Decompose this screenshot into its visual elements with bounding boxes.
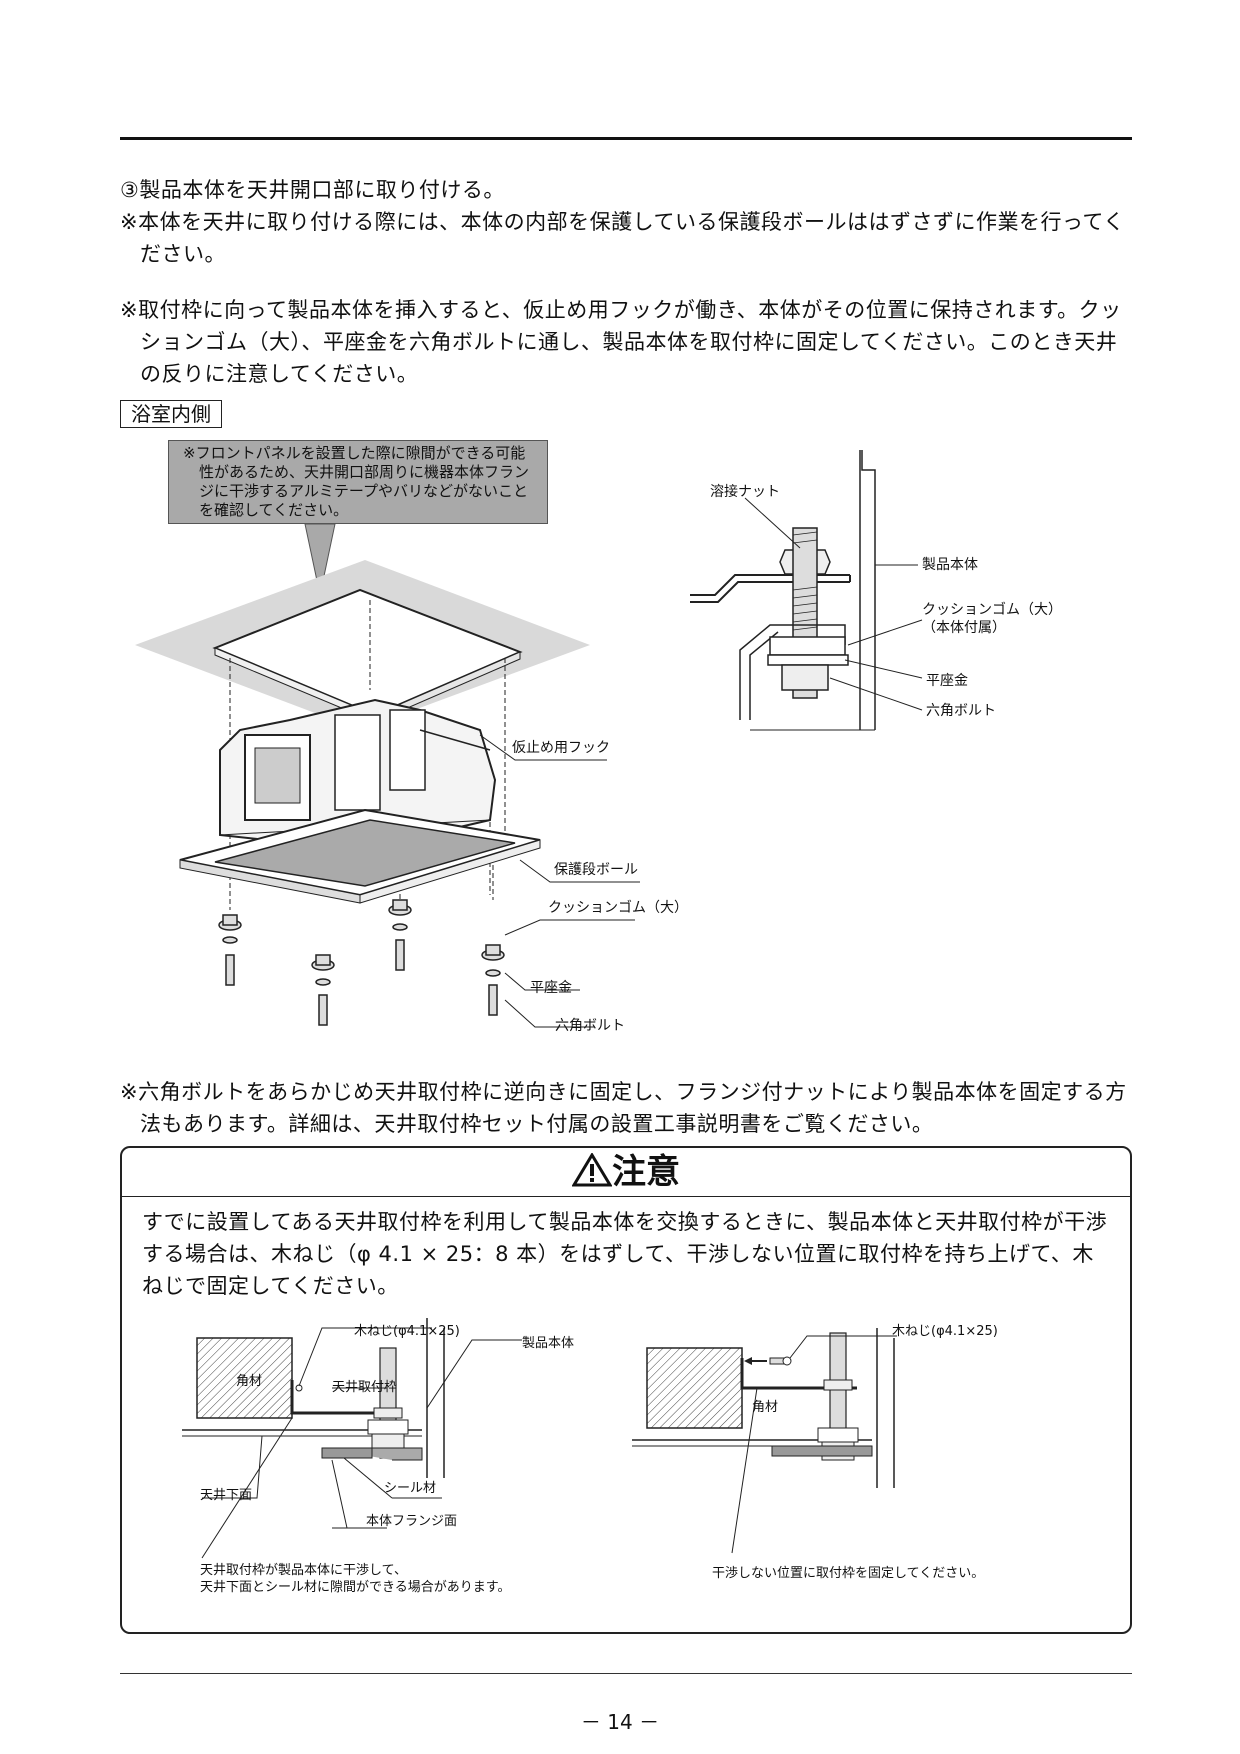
detail-label-body: 製品本体	[922, 557, 978, 573]
right-label-timber: 角材	[752, 1400, 779, 1415]
left-label-timber: 角材	[236, 1374, 263, 1389]
right-label-screw: 木ねじ(φ4.1×25)	[892, 1324, 998, 1339]
note-insert: ※取付枠に向って製品本体を挿入すると、仮止め用フックが働き、本体がその位置に保持…	[120, 298, 1122, 386]
warning-triangle-icon	[571, 1152, 613, 1187]
detail-label-bolt: 六角ボルト	[926, 703, 996, 719]
installation-figure	[135, 523, 640, 1028]
step-heading: ③製品本体を天井開口部に取り付ける。	[120, 178, 505, 202]
bolt-detail-figure	[690, 450, 923, 731]
left-caption-2: 天井下面とシール材に隙間ができる場合があります。	[200, 1580, 511, 1595]
label-hook: 仮止め用フック	[512, 740, 610, 756]
detail-label-washer: 平座金	[926, 673, 968, 689]
page-number: － 14 －	[580, 1710, 660, 1734]
note-cardboard: ※本体を天井に取り付ける際には、本体の内部を保護している保護段ボールははずさずに…	[120, 210, 1125, 266]
left-label-frame: 天井取付枠	[332, 1380, 398, 1395]
label-bolt: 六角ボルト	[555, 1018, 625, 1034]
label-washer: 平座金	[530, 980, 572, 996]
detail-label-cushion-note: （本体付属）	[922, 620, 1006, 636]
caution-title: 注意	[122, 1152, 1130, 1192]
left-label-ceiling: 天井下面	[200, 1488, 253, 1503]
bathroom-side-tag: 浴室内側	[120, 400, 222, 428]
caution-header	[122, 1148, 1130, 1197]
label-cushion: クッションゴム（大）	[548, 900, 688, 916]
caution-box: 注意 すでに設置してある天井取付枠を利用して製品本体を交換するときに、製品本体と…	[120, 1146, 1132, 1634]
detail-label-weld-nut: 溶接ナット	[710, 484, 780, 500]
bottom-rule	[120, 1673, 1132, 1674]
callout-note: ※フロントパネルを設置した際に隙間ができる可能性があるため、天井開口部周りに機器…	[168, 440, 548, 524]
corrected-figure	[632, 1328, 897, 1554]
note-reverse-bolt: ※六角ボルトをあらかじめ天井取付枠に逆向きに固定し、フランジ付ナットにより製品本…	[120, 1080, 1127, 1136]
interference-figure	[182, 1318, 522, 1559]
left-caption-1: 天井取付枠が製品本体に干渉して、	[200, 1563, 407, 1578]
right-caption: 干渉しない位置に取付枠を固定してください。	[712, 1566, 985, 1581]
label-cardboard: 保護段ボール	[554, 862, 638, 878]
left-label-body: 製品本体	[522, 1336, 575, 1351]
left-label-seal: シール材	[384, 1481, 437, 1496]
detail-label-cushion: クッションゴム（大）	[922, 602, 1062, 618]
left-label-flange: 本体フランジ面	[366, 1514, 458, 1529]
left-label-screw: 木ねじ(φ4.1×25)	[354, 1324, 460, 1339]
top-rule	[120, 137, 1132, 140]
caution-text: すでに設置してある天井取付枠を利用して製品本体を交換するときに、製品本体と天井取…	[142, 1210, 1108, 1298]
